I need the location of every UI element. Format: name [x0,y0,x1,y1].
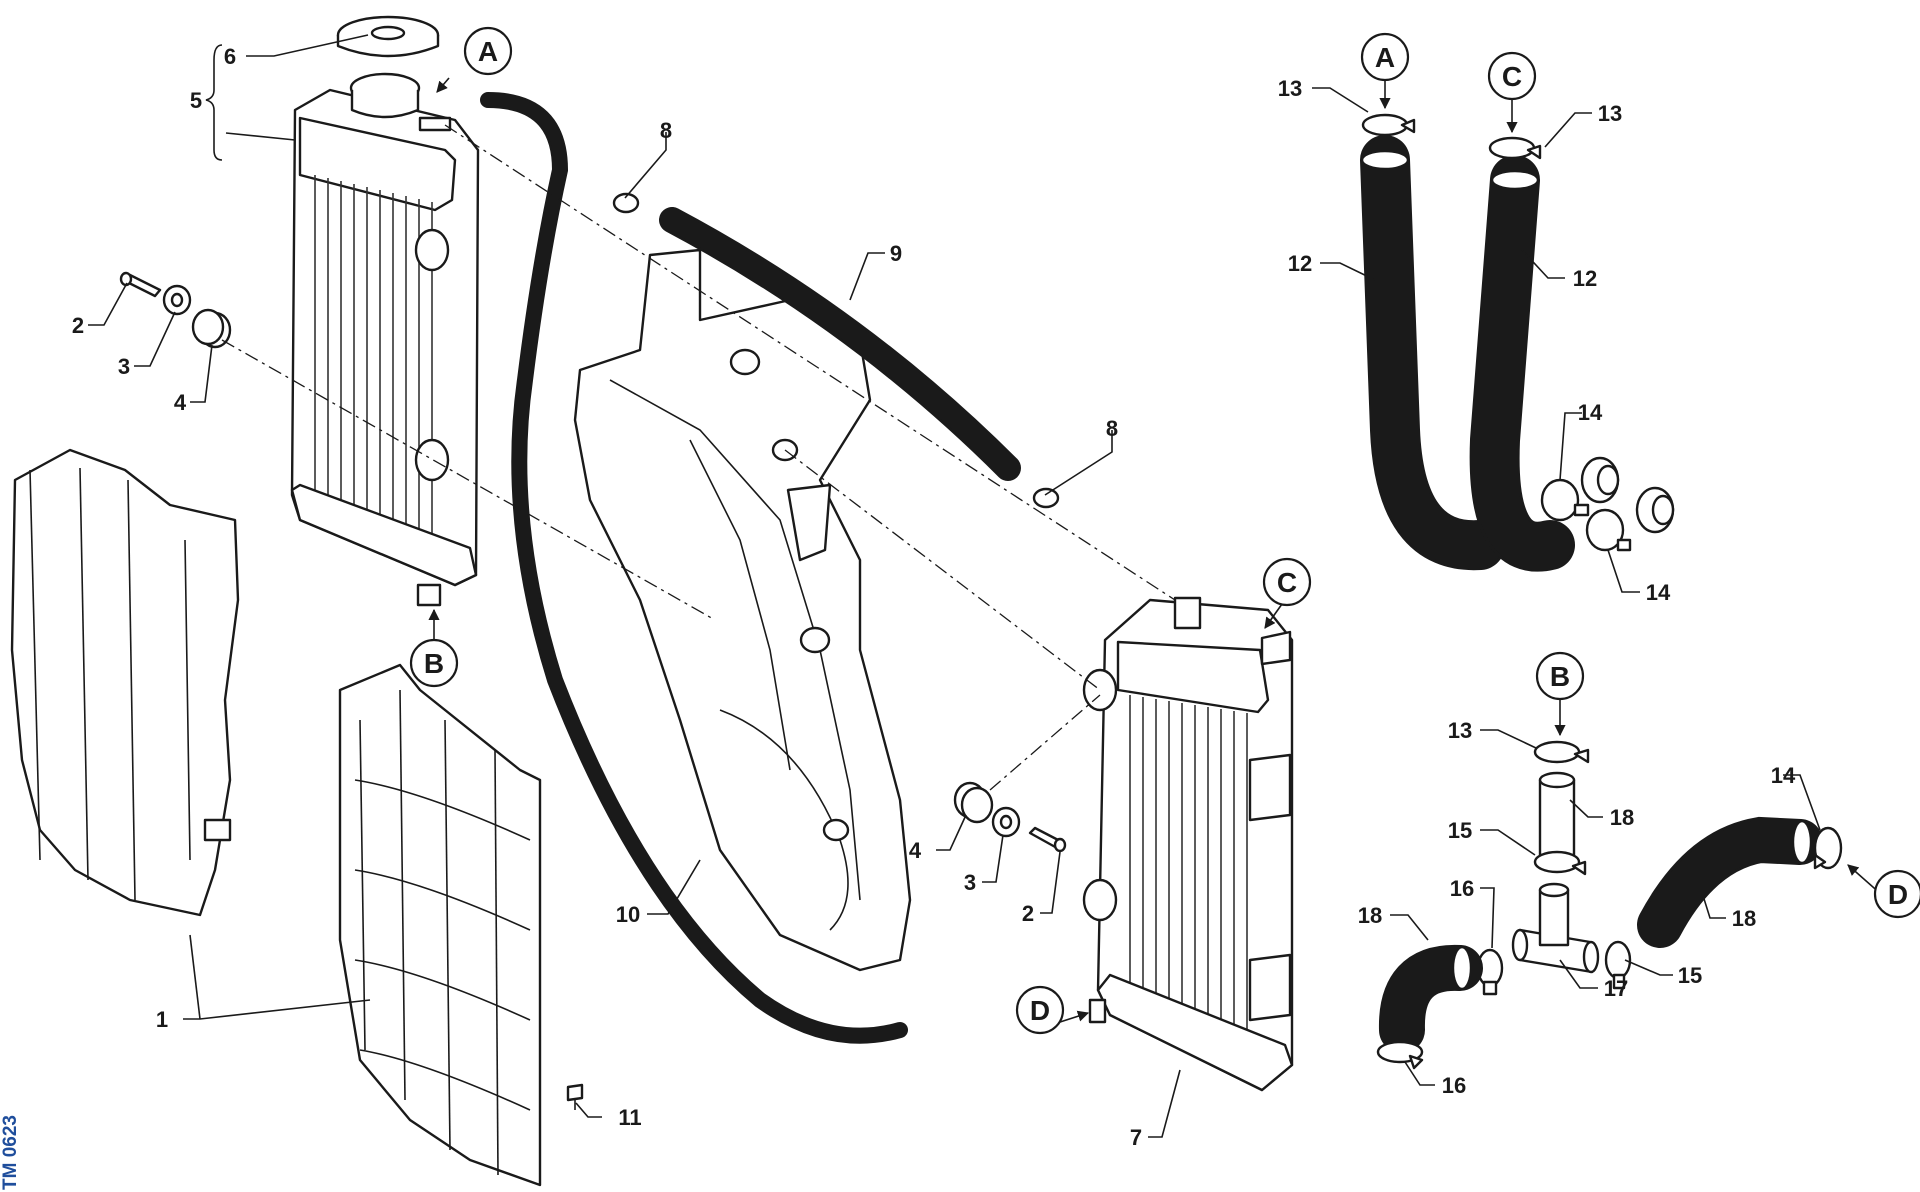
radiator-spoiler-right [338,663,542,1187]
label-2-right: 2 [1022,901,1034,926]
callout-c-right-radiator: C [1262,557,1312,607]
hose-clamp-16-upper [1476,948,1504,996]
callout-a-hose: A [1360,32,1410,82]
hose-clamp-16-lower [1376,1040,1424,1070]
hose-clamp-13-b [1533,740,1590,764]
grommet-4-right [953,781,994,824]
label-17: 17 [1604,976,1628,1001]
hose-clamp-8-lower [1032,487,1060,509]
callout-d-hose: D [1873,869,1920,919]
engine-fitting-upper [1580,456,1620,504]
label-15-upper: 15 [1448,818,1472,843]
svg-text:A: A [1375,42,1395,73]
hose-clamp-14-upper [1540,478,1590,522]
label-18-left: 18 [1358,903,1382,928]
label-12-right: 12 [1573,266,1597,291]
hose-clamp-13-c [1488,136,1542,160]
label-6: 6 [224,44,236,69]
svg-text:C: C [1277,567,1297,598]
label-18-short: 18 [1610,805,1634,830]
screw-2-right [1028,826,1067,853]
label-7: 7 [1130,1125,1142,1150]
alignment-lines [221,124,1176,791]
drawing-code: TM 0623 [0,1115,21,1190]
svg-text:B: B [424,648,444,679]
hose-clamp-15-upper [1533,850,1587,876]
label-13-c: 13 [1598,101,1622,126]
left-radiator [290,72,480,607]
label-3-left: 3 [118,354,130,379]
grommet-4-left [191,308,232,349]
label-5: 5 [190,88,202,113]
svg-text:C: C [1502,61,1522,92]
label-13-b: 13 [1448,718,1472,743]
washer-3-right [991,806,1021,838]
hose-12-right [1469,155,1575,572]
label-10: 10 [616,902,640,927]
radiator-spoiler-left [10,448,240,917]
callout-b-left: B [409,638,459,688]
svg-text:D: D [1888,879,1908,910]
t-piece-17 [1511,882,1600,974]
label-14-lower: 14 [1646,580,1671,605]
radiator-cap [336,15,440,58]
label-18-right: 18 [1732,906,1756,931]
screw-2-left [119,271,162,298]
label-16-upper: 16 [1450,876,1474,901]
label-11: 11 [618,1105,641,1130]
callout-d-right-radiator: D [1015,985,1065,1035]
callout-b-tpiece: B [1535,651,1585,701]
washer-3-left [162,284,192,316]
hose-18-elbow-right [1637,816,1823,948]
label-4-right: 4 [909,838,922,863]
label-9: 9 [890,241,902,266]
label-14-upper: 14 [1578,400,1603,425]
hose-10 [480,92,908,1044]
label-14-right: 14 [1771,763,1796,788]
part-labels: 6 5 2 3 4 8 9 8 10 1 4 3 2 7 11 13 13 12… [72,44,1796,1150]
hose-12-left [1360,135,1505,571]
hose-clamp-14-right [1813,826,1843,870]
hose-clamp-14-lower [1585,508,1632,552]
label-15-right: 15 [1678,963,1702,988]
engine-fitting-lower [1635,486,1675,534]
right-radiator [1082,596,1294,1092]
label-12-left: 12 [1288,251,1312,276]
callout-a-left: A [463,26,513,76]
hose-18-elbow-left [1378,944,1483,1053]
label-13-a: 13 [1278,76,1302,101]
hose-clamp-8-upper [612,192,640,214]
hose-clamp-13-a [1361,113,1416,137]
hose-clamp-15-right [1604,940,1632,990]
callout-c-hose: C [1487,51,1537,101]
hose-9 [659,207,1021,481]
label-4-left: 4 [174,390,187,415]
spoiler-clip [566,1083,584,1110]
label-8-lower: 8 [1106,416,1118,441]
svg-text:B: B [1550,661,1570,692]
hose-18-short [1538,771,1576,857]
label-1: 1 [156,1007,168,1032]
label-2-left: 2 [72,313,84,338]
label-8-upper: 8 [660,118,672,143]
svg-text:A: A [478,36,498,67]
frame-section [573,248,912,972]
label-16-lower: 16 [1442,1073,1466,1098]
svg-text:D: D [1030,995,1050,1026]
label-3-right: 3 [964,870,976,895]
